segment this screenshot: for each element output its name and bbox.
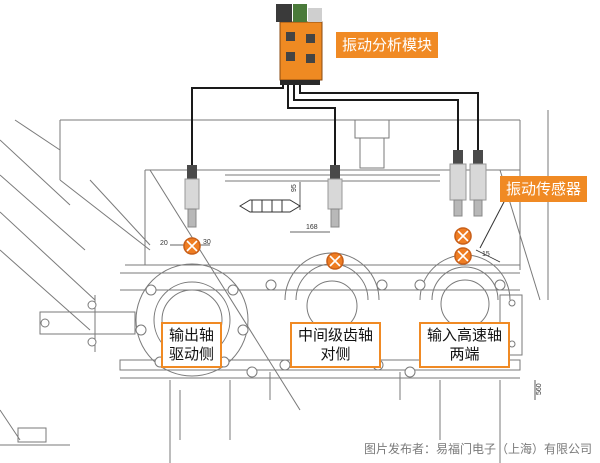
vibration-analysis-module [276,4,323,85]
vibration-sensor-1 [184,165,200,228]
image-credit: 图片发布者：易福门电子（上海）有限公司 [363,442,592,456]
measuring-point-3-icon [454,227,472,245]
vibration-sensor-4 [469,150,487,217]
position-label-line: 两端 [449,345,480,363]
position-label-input-shaft: 输入高速轴 两端 [419,322,511,368]
bolt-holes [87,279,506,378]
position-label-line: 输出轴 [169,326,215,344]
position-label-intermediate-shaft: 中间级齿轴 对侧 [290,322,382,368]
dim-15: 15 [482,251,490,258]
sensor-callout-leader [479,199,506,249]
position-label-line: 中间级齿轴 [298,326,374,344]
position-label-output-shaft: 输出轴 驱动侧 [161,322,223,368]
dim-168: 168 [306,224,318,231]
dim-95: 95 [291,184,298,192]
dim-560: 560 [536,383,543,395]
vibration-sensor-2 [327,165,343,228]
coupling-element [239,199,301,213]
measuring-point-1-icon [183,237,201,255]
position-label-line: 输入高速轴 [427,326,503,344]
measuring-points [183,227,472,270]
dim-30: 30 [203,239,211,246]
sensor-callout: 振动传感器 [500,176,588,202]
measuring-point-4-icon [454,247,472,265]
position-label-line: 对侧 [320,345,351,363]
vibration-sensor-3 [449,150,467,217]
sensor-cables [191,82,479,168]
measuring-point-2-icon [326,252,344,270]
dim-20: 20 [160,240,168,247]
position-label-line: 驱动侧 [169,345,215,363]
module-callout: 振动分析模块 [336,32,439,58]
